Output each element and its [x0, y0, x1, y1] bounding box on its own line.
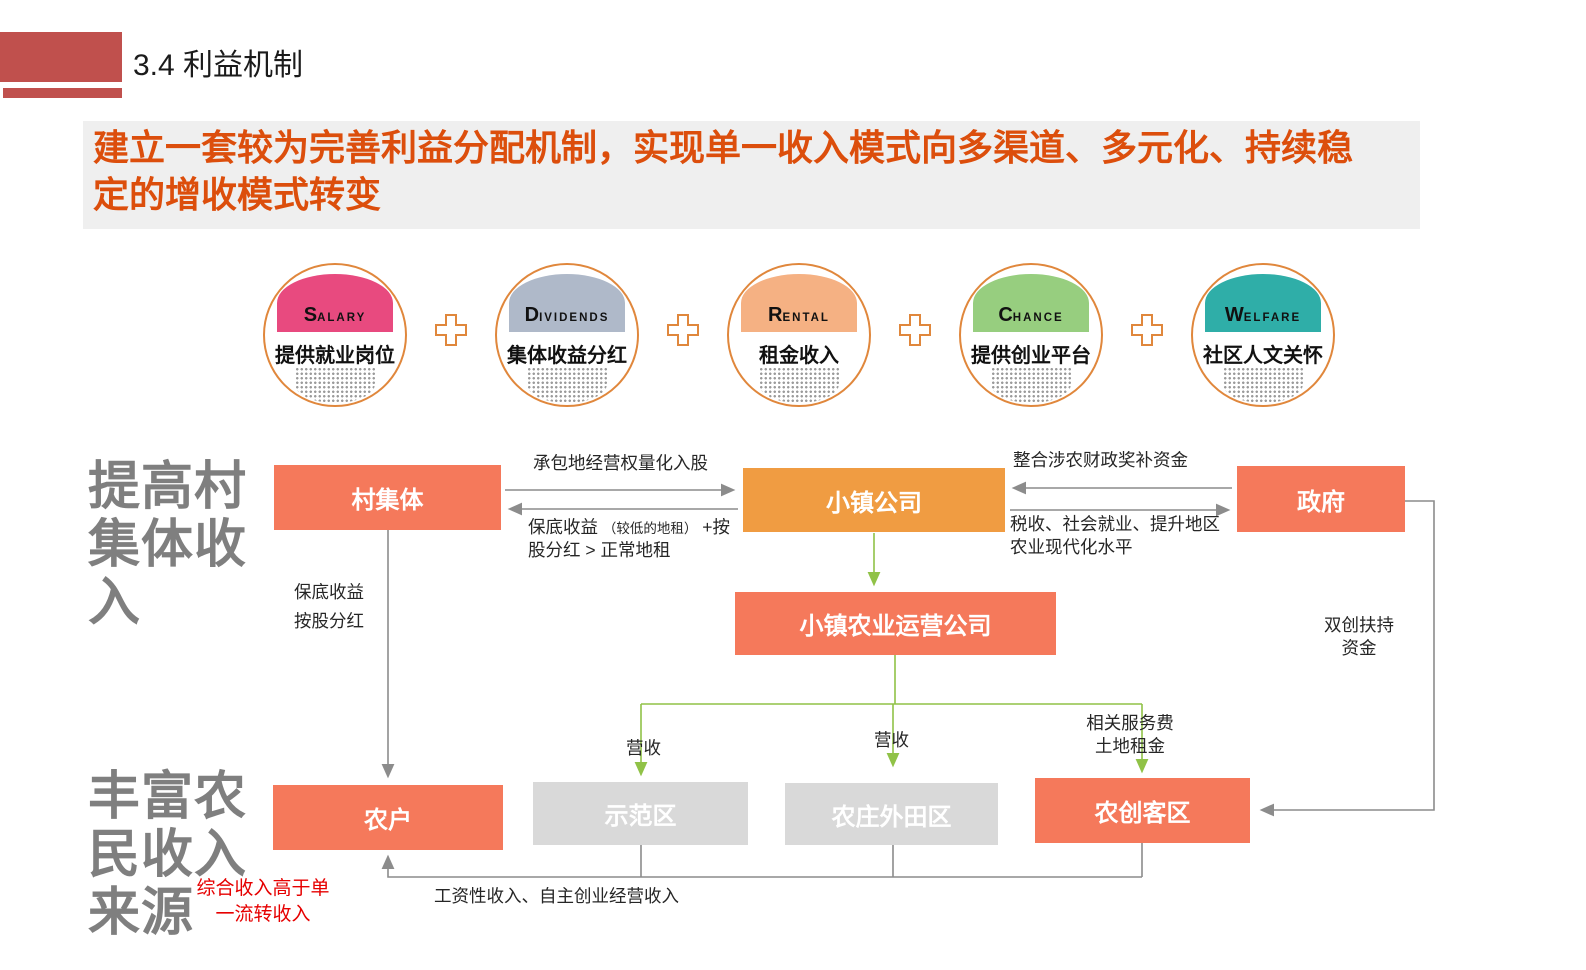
section-label-village-income: 提高村集体收入: [88, 458, 248, 633]
edge-label-revenue-left: 营收: [626, 738, 661, 758]
income-circle-salary: SALARY 提供就业岗位: [263, 263, 407, 407]
edge-label-guaranteed-dividend: 保底收益 按股分红: [294, 582, 364, 631]
salary-half-disc: SALARY: [277, 274, 393, 332]
rental-half-disc: RENTAL: [741, 274, 857, 332]
edge-label-guaranteed-return: 保底收益 （较低的地租） +按股分红 > 正常地租: [528, 517, 730, 560]
node-village-collective: 村集体: [274, 465, 501, 530]
rental-zh-label: 租金收入: [759, 345, 839, 367]
rental-label: RENTAL: [768, 304, 830, 326]
chance-half-disc: CHANCE: [973, 274, 1089, 332]
node-farm-outfield-zone: 农庄外田区: [785, 783, 998, 845]
edge-label-revenue-mid: 营收: [874, 730, 909, 750]
welfare-zh-label: 社区人文关怀: [1203, 345, 1323, 367]
plus-icon: [435, 314, 467, 346]
key-message-text: 建立一套较为完善利益分配机制，实现单一收入模式向多渠道、多元化、持续稳定的增收模…: [93, 127, 1354, 215]
page-title: 3.4 利益机制: [133, 49, 304, 82]
node-label: 小镇农业运营公司: [799, 613, 992, 640]
income-circle-rental: RENTAL 租金收入: [727, 263, 871, 407]
node-label: 示范区: [604, 803, 677, 830]
dotted-semicircle-decoration: [759, 367, 839, 403]
node-label: 村集体: [351, 487, 424, 514]
node-label: 政府: [1297, 488, 1345, 516]
farmer-income-note: 综合收入高于单一流转收入: [196, 878, 330, 925]
edge-label-gov-subsidy: 整合涉农财政奖补资金: [1013, 450, 1188, 470]
edge-label-tax-employment: 税收、社会就业、提升地区农业现代化水平: [1010, 514, 1220, 557]
node-label: 小镇公司: [826, 489, 922, 517]
plus-icon: [667, 314, 699, 346]
plus-icon: [1131, 314, 1163, 346]
key-message-banner: 建立一套较为完善利益分配机制，实现单一收入模式向多渠道、多元化、持续稳定的增收模…: [83, 121, 1420, 229]
income-circle-dividends: DIVIDENDS 集体收益分红: [495, 263, 639, 407]
node-agri-operation-company: 小镇农业运营公司: [735, 592, 1056, 655]
node-town-company: 小镇公司: [743, 468, 1005, 532]
node-demo-zone: 示范区: [533, 782, 748, 845]
plus-icon: [899, 314, 931, 346]
node-label: 农户: [364, 807, 412, 834]
welfare-label: WELFARE: [1224, 304, 1302, 326]
node-label: 农庄外田区: [831, 803, 952, 831]
dividends-label: DIVIDENDS: [524, 304, 610, 326]
edge-label-wage-income: 工资性收入、自主创业经营收入: [434, 886, 679, 906]
node-farmers: 农户: [273, 785, 503, 850]
edge-label-innovation-fund: 双创扶持资金: [1324, 615, 1394, 658]
chance-label: CHANCE: [998, 304, 1064, 326]
node-government: 政府: [1237, 466, 1405, 532]
accent-square: [0, 32, 122, 82]
dividends-zh-label: 集体收益分红: [507, 345, 627, 367]
dotted-semicircle-decoration: [991, 367, 1071, 403]
dotted-semicircle-decoration: [527, 367, 607, 403]
salary-zh-label: 提供就业岗位: [275, 345, 395, 367]
income-circle-welfare: WELFARE 社区人文关怀: [1191, 263, 1335, 407]
edge-label-land-rights: 承包地经营权量化入股: [533, 453, 708, 473]
salary-label: SALARY: [303, 304, 367, 326]
dividends-half-disc: DIVIDENDS: [509, 274, 625, 332]
welfare-half-disc: WELFARE: [1205, 274, 1321, 332]
node-agri-maker-zone: 农创客区: [1035, 778, 1250, 843]
accent-bar: [3, 88, 122, 98]
section-label-farmer-income: 丰富农民收入来源: [88, 768, 248, 943]
dotted-semicircle-decoration: [295, 367, 375, 403]
dotted-semicircle-decoration: [1223, 367, 1303, 403]
node-label: 农创客区: [1094, 800, 1191, 827]
edge-label-service-fee: 相关服务费 土地租金: [1086, 713, 1174, 756]
income-circle-chance: CHANCE 提供创业平台: [959, 263, 1103, 407]
chance-zh-label: 提供创业平台: [971, 345, 1091, 367]
